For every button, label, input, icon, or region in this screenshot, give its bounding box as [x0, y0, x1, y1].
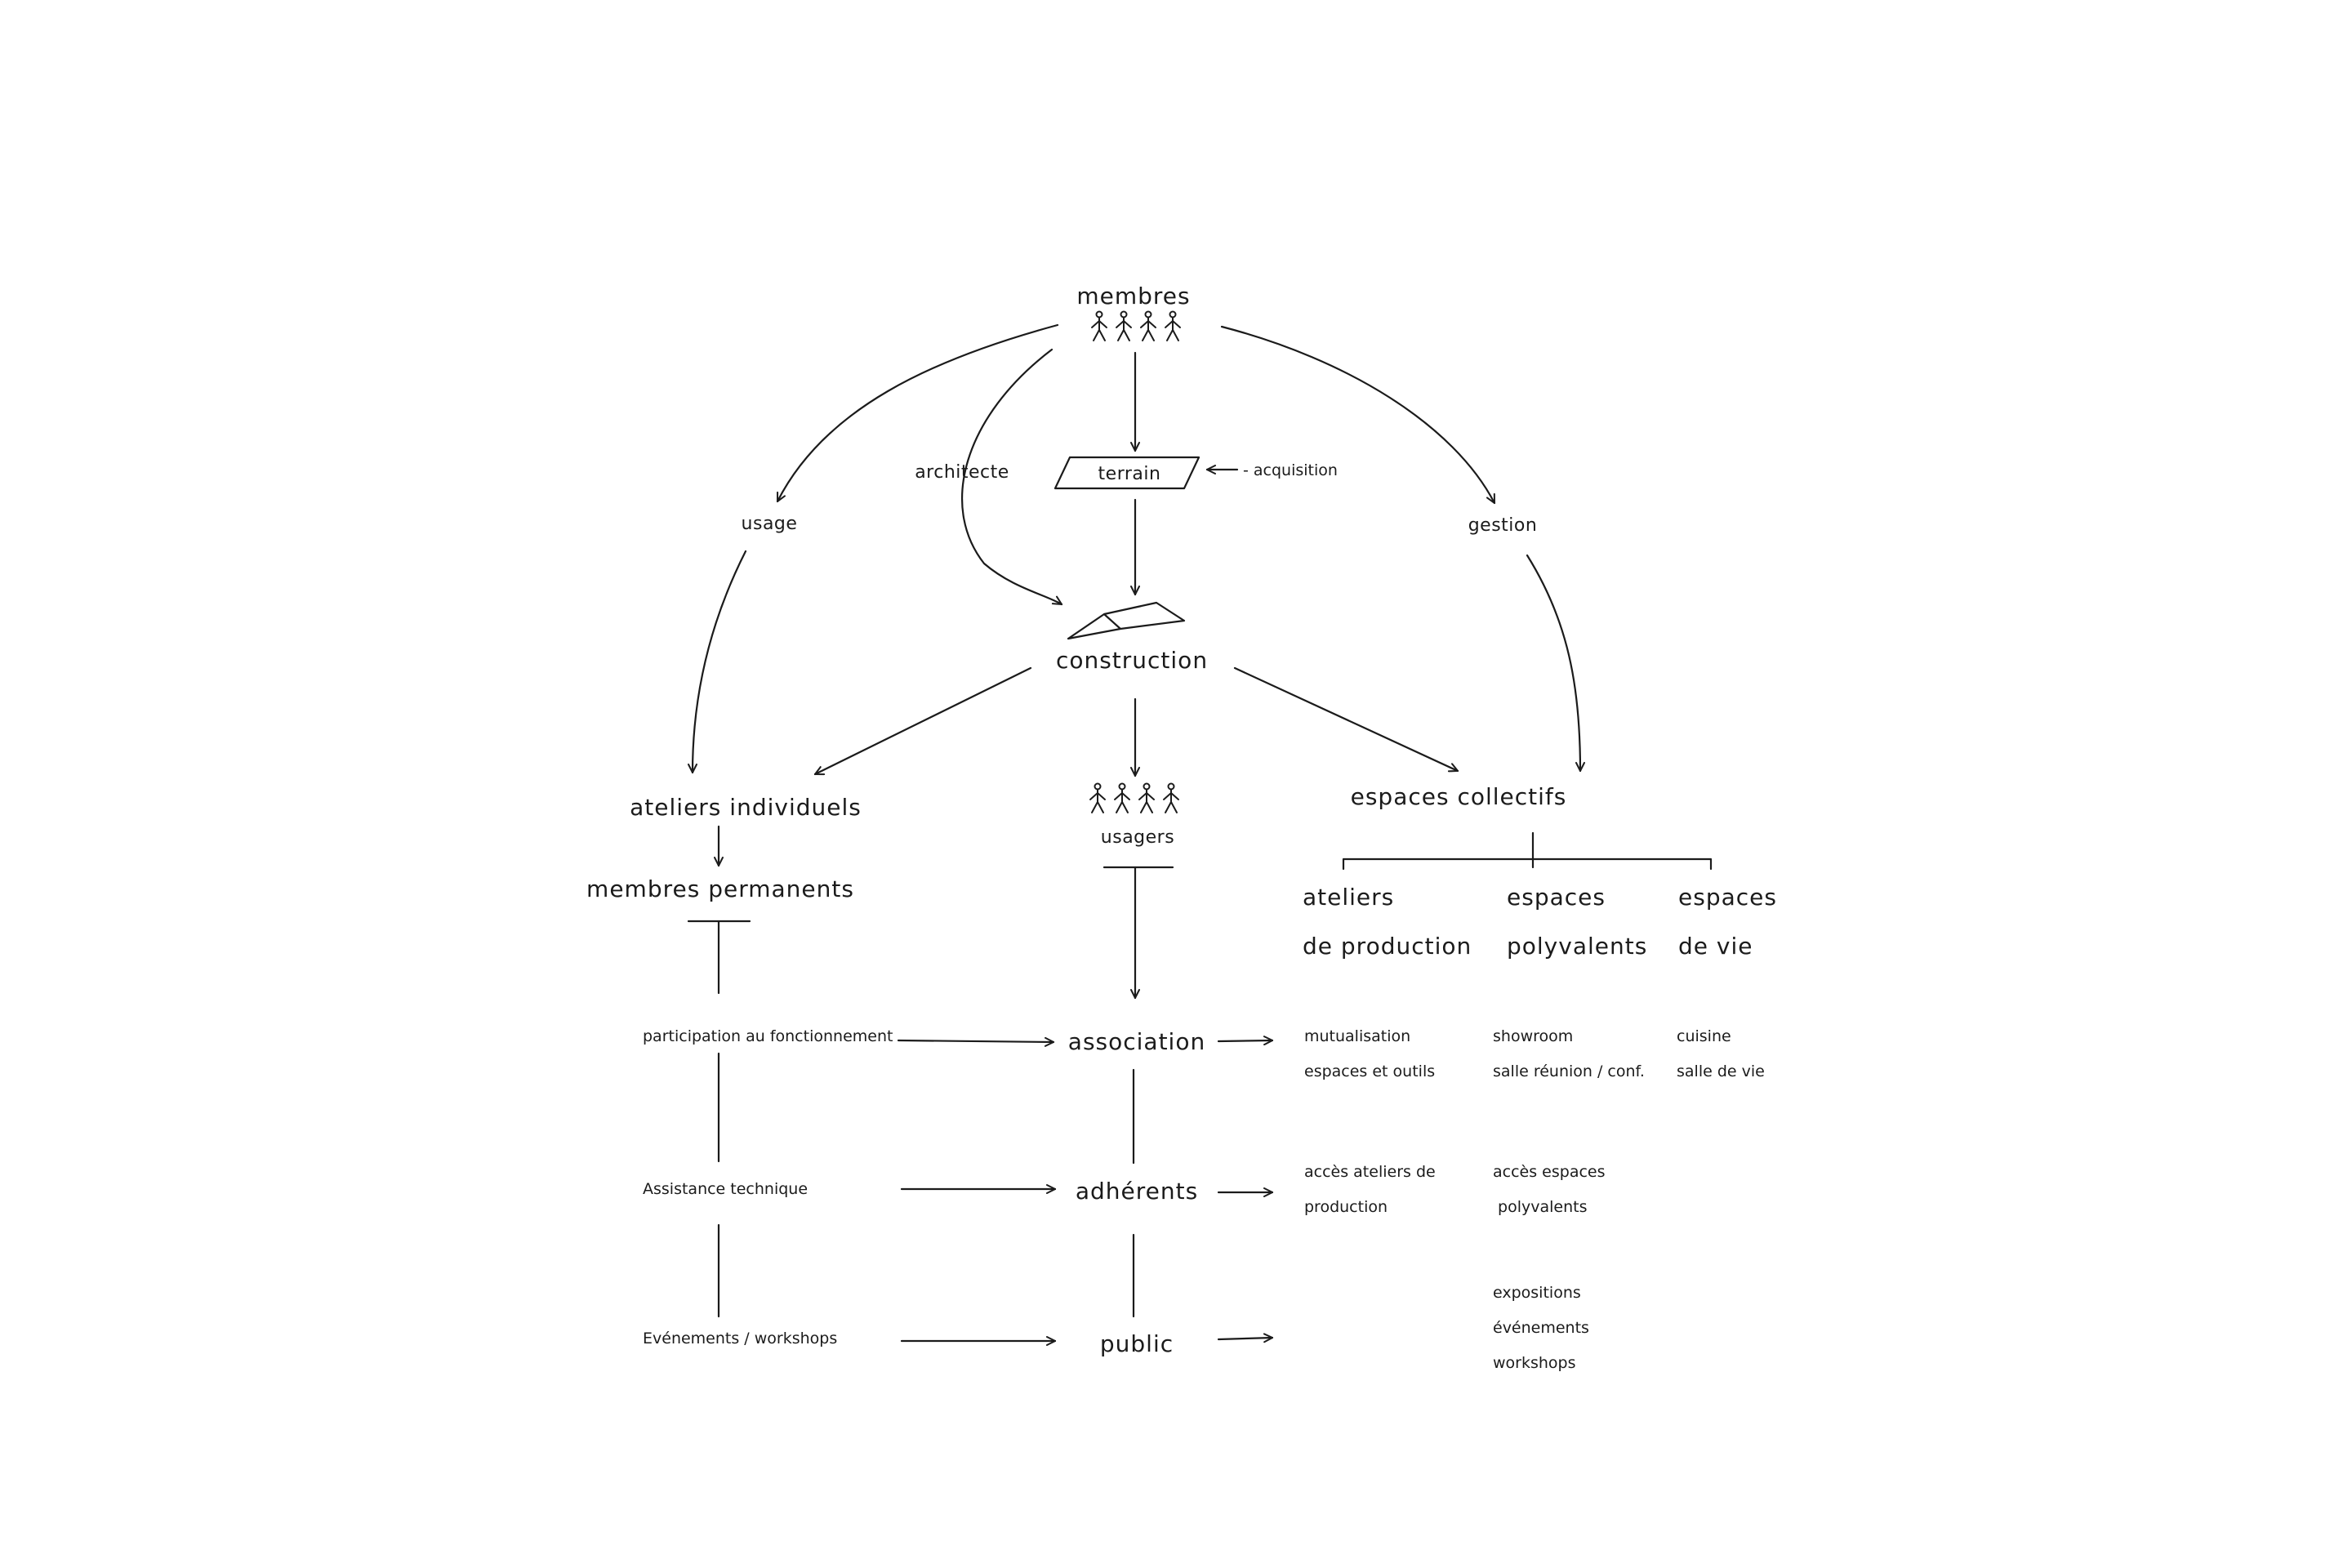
- arrow-public-right: [1217, 1338, 1272, 1339]
- members-figures-icon: [1091, 310, 1181, 341]
- living-spaces-line2: de vie: [1678, 933, 1753, 960]
- adherents-production-line2: production: [1304, 1198, 1388, 1216]
- association-versatile-line2: salle réunion / conf.: [1493, 1062, 1645, 1080]
- construction-label: construction: [1056, 647, 1208, 674]
- association-production-line1: mutualisation: [1304, 1027, 1410, 1045]
- members-label: membres: [1076, 283, 1190, 310]
- association-versatile-line1: showroom: [1493, 1027, 1573, 1045]
- collective-tree-lines: [1342, 831, 1713, 871]
- adherents-versatile-line2: polyvalents: [1493, 1198, 1588, 1216]
- usage-label: usage: [742, 514, 798, 534]
- arrow-gestion-espaces: [1526, 554, 1580, 773]
- individual-workshops-label: ateliers individuels: [630, 794, 862, 821]
- arrow-usage-ateliers: [693, 550, 747, 774]
- management-label: gestion: [1468, 515, 1538, 536]
- terrain-label: terrain: [1098, 464, 1161, 484]
- versatile-spaces-line1: espaces: [1507, 884, 1606, 911]
- arrow-participation-association: [897, 1040, 1055, 1042]
- production-workshops-line1: ateliers: [1303, 884, 1394, 911]
- adherents-production-line1: accès ateliers de: [1304, 1163, 1436, 1181]
- versatile-spaces-line2: polyvalents: [1507, 933, 1647, 960]
- users-figures-icon: [1089, 782, 1179, 813]
- association-living-line2: salle de vie: [1677, 1062, 1765, 1080]
- permanent-members-label: membres permanents: [586, 875, 854, 902]
- living-spaces-line1: espaces: [1678, 884, 1777, 911]
- collective-spaces-label: espaces collectifs: [1351, 783, 1567, 810]
- public-versatile-line1: expositions: [1493, 1284, 1581, 1302]
- arrow-members-usage: [776, 323, 1059, 501]
- arrow-members-architect-construction: [961, 348, 1062, 604]
- events-workshops-label: Evénements / workshops: [643, 1330, 837, 1348]
- arrow-construction-ateliers: [815, 666, 1032, 776]
- arrow-members-gestion: [1220, 325, 1496, 503]
- center-bracket: [1102, 866, 1174, 998]
- association-production-line2: espaces et outils: [1304, 1062, 1435, 1080]
- technical-assistance-label: Assistance technique: [643, 1180, 808, 1198]
- association-label: association: [1068, 1028, 1205, 1055]
- public-versatile-line2: événements: [1493, 1319, 1589, 1337]
- arrow-association-right: [1217, 1040, 1274, 1041]
- left-bracket: [687, 920, 751, 995]
- arrow-construction-espaces: [1233, 666, 1458, 771]
- participation-label: participation au fonctionnement: [643, 1027, 893, 1045]
- production-workshops-line2: de production: [1303, 933, 1472, 960]
- public-versatile-line3: workshops: [1493, 1354, 1576, 1372]
- association-living-line1: cuisine: [1677, 1027, 1731, 1045]
- public-label: public: [1100, 1330, 1174, 1357]
- acquisition-label: - acquisition: [1243, 461, 1338, 479]
- users-label: usagers: [1101, 827, 1174, 848]
- terrain-parcel-icon: [1054, 456, 1200, 490]
- adherents-label: adhérents: [1076, 1178, 1198, 1205]
- construction-house-icon: [1067, 601, 1186, 640]
- adherents-versatile-line1: accès espaces: [1493, 1163, 1606, 1181]
- architect-label: architecte: [915, 462, 1009, 483]
